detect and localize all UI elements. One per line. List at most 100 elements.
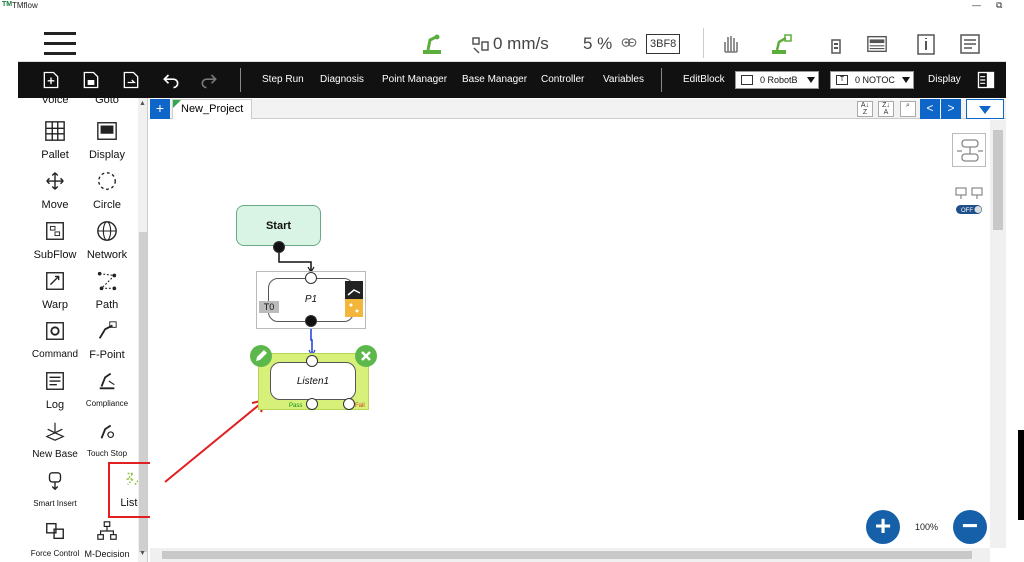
canvas-vertical-scrollbar[interactable] (990, 120, 1006, 548)
palette-item-move[interactable]: Move (28, 170, 82, 211)
log-icon[interactable] (958, 32, 982, 56)
undo-icon[interactable] (160, 70, 182, 90)
zoom-in-button[interactable]: + (866, 510, 900, 544)
point-thumbnail-icon (345, 281, 363, 317)
delete-node-button[interactable] (355, 345, 377, 367)
robot-move-icon[interactable] (770, 32, 794, 56)
window-right-margin (1006, 12, 1024, 562)
p1-input-port[interactable] (305, 272, 317, 284)
zoom-out-button[interactable]: − (953, 510, 987, 544)
canvas-hscroll-thumb[interactable] (162, 551, 972, 559)
new-project-icon[interactable] (40, 70, 62, 90)
palette-item-goto[interactable]: Goto (95, 98, 119, 106)
palette-item-f-point[interactable]: F-Point (80, 320, 134, 361)
step-run-button[interactable]: Step Run (262, 74, 304, 85)
sort-za-icon[interactable]: Z↓A (878, 101, 894, 117)
minimize-button[interactable]: — (972, 0, 981, 10)
palette-item-display[interactable]: Display (80, 120, 134, 161)
palette-item-smart-insert[interactable]: Smart Insert (28, 470, 82, 508)
add-tab-button[interactable]: + (150, 99, 170, 119)
speed-percent: 5 % (583, 34, 613, 53)
palette-item-log[interactable]: Log (28, 370, 82, 411)
palette-item-path[interactable]: Path (80, 270, 134, 311)
base-manager-button[interactable]: Base Manager (462, 74, 528, 85)
auto-connect-toggle[interactable]: OFF (952, 185, 986, 219)
io-panel-icon[interactable] (866, 32, 888, 56)
node-palette: Voice Goto Pallet Display Move Circle Su… (18, 98, 148, 562)
robot-code-badge: 3BF8 (646, 34, 681, 54)
controller-icon[interactable] (824, 32, 848, 56)
tab-new-project[interactable]: New_Project (172, 99, 253, 119)
window-left-margin (0, 12, 18, 562)
variables-button[interactable]: Variables (603, 74, 644, 85)
warp-icon (46, 272, 64, 290)
listen-node[interactable]: Listen1 (270, 362, 356, 400)
palette-item-force-control[interactable]: Force Control (28, 520, 82, 558)
restore-button[interactable]: ⧉ (996, 0, 1003, 10)
tab-next-button[interactable]: > (941, 99, 961, 119)
window-title: TMflow (12, 1, 38, 10)
pencil-icon (256, 350, 267, 361)
layout-panel-icon[interactable] (976, 70, 996, 90)
hand-guide-icon[interactable] (718, 32, 742, 56)
flow-canvas[interactable] (150, 120, 990, 548)
save-as-icon[interactable] (120, 70, 142, 90)
editblock-button[interactable]: EditBlock (683, 74, 725, 85)
sort-az-icon[interactable]: A↓Z (857, 101, 873, 117)
palette-item-circle[interactable]: Circle (80, 170, 134, 211)
diagnosis-button[interactable]: Diagnosis (320, 74, 364, 85)
controller-button[interactable]: Controller (541, 74, 585, 85)
palette-item-voice[interactable]: Voice (41, 98, 69, 106)
palette-item-warp[interactable]: Warp (28, 270, 82, 311)
project-tabbar: + New_Project A↓Z Z↓A ⌕ < > (150, 99, 1006, 119)
start-node[interactable]: Start (236, 205, 321, 246)
palette-item-network[interactable]: Network (80, 220, 134, 261)
palette-item-pallet[interactable]: Pallet (28, 120, 82, 161)
redo-icon[interactable] (198, 70, 220, 90)
touch-stop-icon (100, 424, 115, 439)
palette-item-command[interactable]: Command (28, 320, 82, 360)
display-button[interactable]: Display (928, 74, 961, 85)
canvas-horizontal-scrollbar[interactable] (150, 548, 990, 562)
info-icon[interactable] (914, 32, 938, 56)
save-project-icon[interactable] (80, 70, 102, 90)
listen-input-port[interactable] (306, 355, 318, 367)
smart-insert-icon (48, 472, 62, 491)
robot-status-icon (423, 34, 441, 54)
flow-layout-button[interactable] (952, 133, 986, 167)
close-icon (361, 351, 371, 361)
scroll-up-icon[interactable]: ▲ (139, 100, 146, 107)
palette-scrollbar[interactable]: ▲ ▼ (138, 98, 147, 562)
svg-text:OFF: OFF (961, 208, 973, 214)
speed-adjust-icon[interactable] (620, 32, 638, 56)
palette-item-subflow[interactable]: SubFlow (28, 220, 82, 261)
canvas-vscroll-thumb[interactable] (993, 130, 1003, 230)
point-manager-button[interactable]: Point Manager (382, 74, 448, 85)
speed-icon (472, 37, 489, 54)
palette-item-m-decision[interactable]: M-Decision (80, 520, 134, 559)
menu-icon[interactable] (44, 32, 76, 55)
palette-item-touch-stop[interactable]: Touch Stop (80, 420, 134, 458)
start-output-port[interactable] (273, 241, 285, 253)
robot-base-select[interactable]: 0 RobotB (735, 71, 819, 89)
window-titlebar: TM TMflow — ⧉ (0, 0, 1024, 12)
tab-label: New_Project (181, 103, 244, 115)
tool-select[interactable]: T 0 NOTOC (830, 71, 914, 89)
edit-node-button[interactable] (250, 345, 272, 367)
chevron-down-icon (902, 77, 910, 83)
move-icon (46, 172, 64, 190)
listen-pass-port[interactable] (306, 398, 318, 410)
tab-list-dropdown[interactable] (966, 99, 1004, 119)
force-control-icon (46, 522, 64, 540)
path-icon (97, 271, 117, 291)
scroll-down-icon[interactable]: ▼ (139, 550, 146, 557)
palette-item-new-base[interactable]: New Base (28, 420, 82, 460)
palette-item-compliance[interactable]: Compliance (80, 370, 134, 408)
listen-fail-port[interactable] (343, 398, 355, 410)
tab-prev-button[interactable]: < (920, 99, 940, 119)
m-decision-icon (97, 521, 117, 540)
palette-scroll-thumb[interactable] (139, 232, 147, 552)
p1-output-port[interactable] (305, 315, 317, 327)
find-icon[interactable]: ⌕ (900, 101, 916, 117)
